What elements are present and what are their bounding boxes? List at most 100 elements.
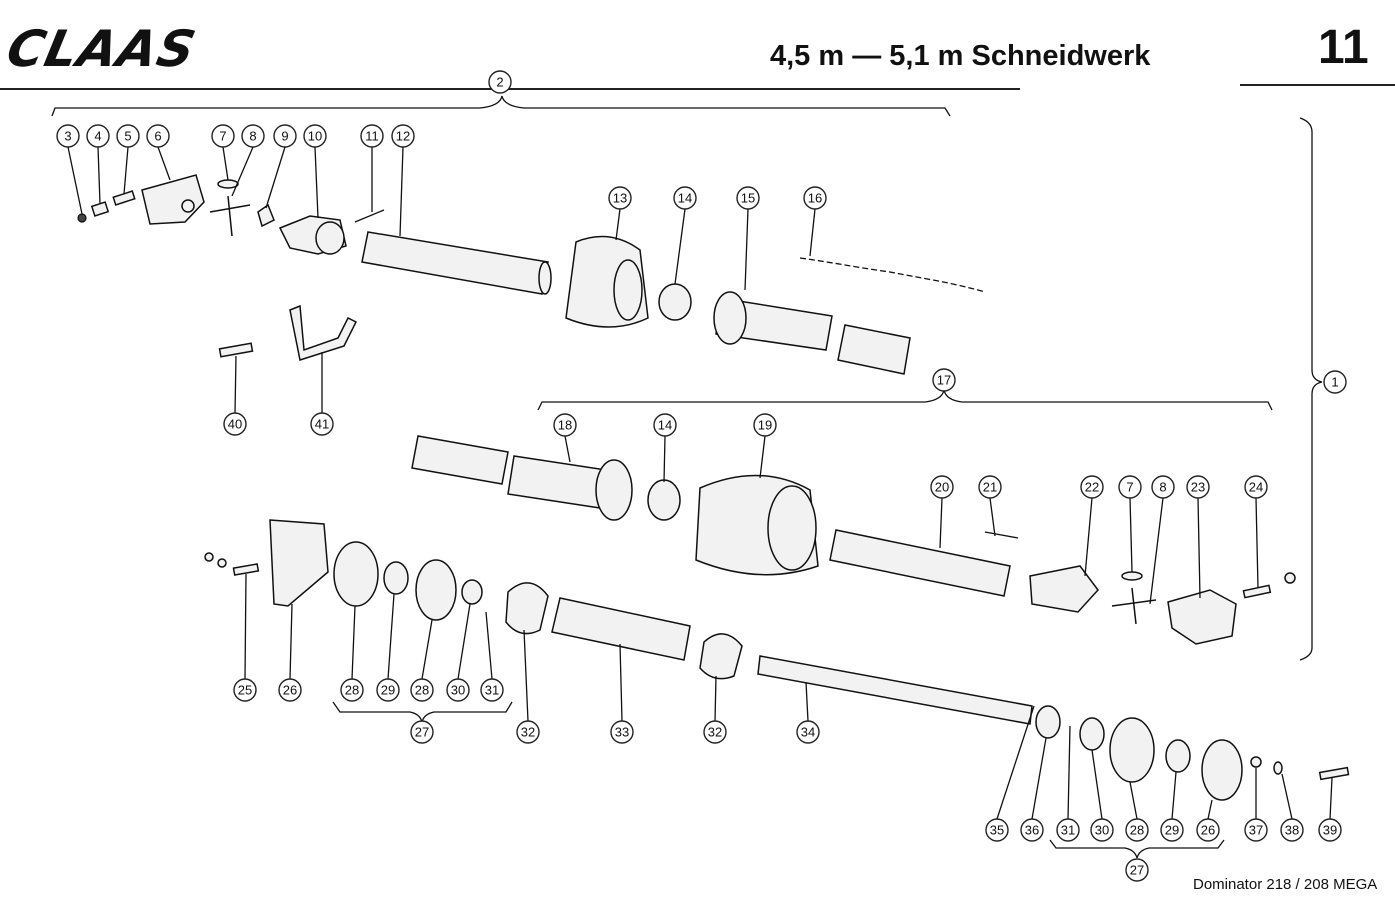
part-26-flange-2 [1201,739,1243,801]
callout-27: 27 [410,720,434,744]
bracket-27b [1049,839,1225,859]
part-29-bearing-2 [1165,739,1191,773]
leader-line [265,146,286,209]
callout-39: 39 [1318,777,1342,842]
callout-label: 37 [1249,823,1263,838]
bracket-2 [51,95,951,117]
part-28-disc-3 [1109,717,1155,783]
part-34-shaft [757,655,1033,725]
leader-line [351,605,356,680]
callout-label: 15 [741,191,755,206]
part-29-bearing [383,561,409,595]
leader-line [457,603,471,680]
callout-label: 28 [345,683,359,698]
leader-line [97,146,101,205]
callout-6: 6 [146,124,171,181]
part-26-flange-plate [269,519,329,607]
callout-29: 29 [1160,771,1184,842]
callout-28: 28 [410,619,434,702]
leader-line [1031,737,1047,820]
callout-label: 16 [808,191,822,206]
part-8-cross [209,195,251,237]
callout-label: 13 [613,191,627,206]
part-32-cone-2 [699,633,743,680]
callout-label: 5 [124,129,131,144]
leader-line [744,208,749,291]
leader-line [234,355,237,414]
page-number: 11 [1318,21,1369,74]
callout-8: 8 [231,124,265,197]
callout-label: 14 [678,191,692,206]
part-36-bearing [1035,705,1061,739]
part-28-disc [333,541,379,607]
callout-label: 21 [983,480,997,495]
callout-label: 3 [64,129,71,144]
part-20-tube [829,529,1011,597]
callout-label: 7 [219,129,226,144]
part-22-yoke [1029,565,1099,613]
callout-label: 20 [935,480,949,495]
header-rule-right [1240,84,1395,86]
leader-line [1197,497,1201,599]
callout-40: 40 [223,355,247,436]
leader-line [123,146,129,195]
part-4-spring [90,201,110,217]
callout-15: 15 [736,186,760,291]
callout-41: 41 [310,352,334,436]
leader-line [399,146,404,237]
part-32-cone [505,582,549,635]
leader-line [1129,781,1138,820]
callout-label: 40 [228,417,242,432]
leader-line [387,593,395,680]
callout-25: 25 [233,573,257,702]
leader-line [759,435,766,479]
part-12-tube [361,231,549,295]
model-footer: Dominator 218 / 208 MEGA [1193,876,1378,893]
part-30-collar [461,579,483,605]
callout-label: 2 [496,75,503,90]
callout-label: 18 [558,418,572,433]
part-18-tube-end [411,435,509,485]
part-28-disc-2 [415,559,457,621]
leader-line [1084,497,1093,577]
callout-label: 6 [154,129,161,144]
callout-label: 32 [708,725,722,740]
callout-label: 14 [658,418,672,433]
leader-line [67,146,83,215]
leader-line [314,146,319,219]
callout-24: 24 [1244,475,1268,589]
callout-label: 26 [283,683,297,698]
bracket-1 [1299,117,1323,661]
callout-label: 36 [1025,823,1039,838]
leader-line [157,146,171,181]
callout-label: 4 [94,129,101,144]
callout-17: 17 [932,368,956,392]
callout-31: 31 [480,611,504,702]
callout-21: 21 [978,475,1002,537]
callout-label: 27 [1130,863,1144,878]
callout-label: 35 [990,823,1004,838]
callout-label: 33 [615,725,629,740]
part-15-tube-end [837,324,911,375]
callout-20: 20 [930,475,954,549]
callout-35: 35 [985,705,1035,842]
leader-line [289,603,293,680]
callout-label: 19 [758,418,772,433]
callout-28: 28 [340,605,364,702]
callout-14: 14 [653,413,677,483]
leader-line [1149,497,1164,605]
callout-label: 39 [1323,823,1337,838]
leader-line [714,675,717,722]
callout-13: 13 [608,186,632,241]
callout-label: 23 [1191,480,1205,495]
leader-line [564,435,571,463]
callout-label: 31 [485,683,499,698]
callout-27: 27 [1125,858,1149,882]
callout-label: 17 [937,373,951,388]
callout-10: 10 [303,124,327,219]
callout-22: 22 [1080,475,1104,577]
callout-label: 24 [1249,480,1263,495]
callout-5: 5 [116,124,140,195]
